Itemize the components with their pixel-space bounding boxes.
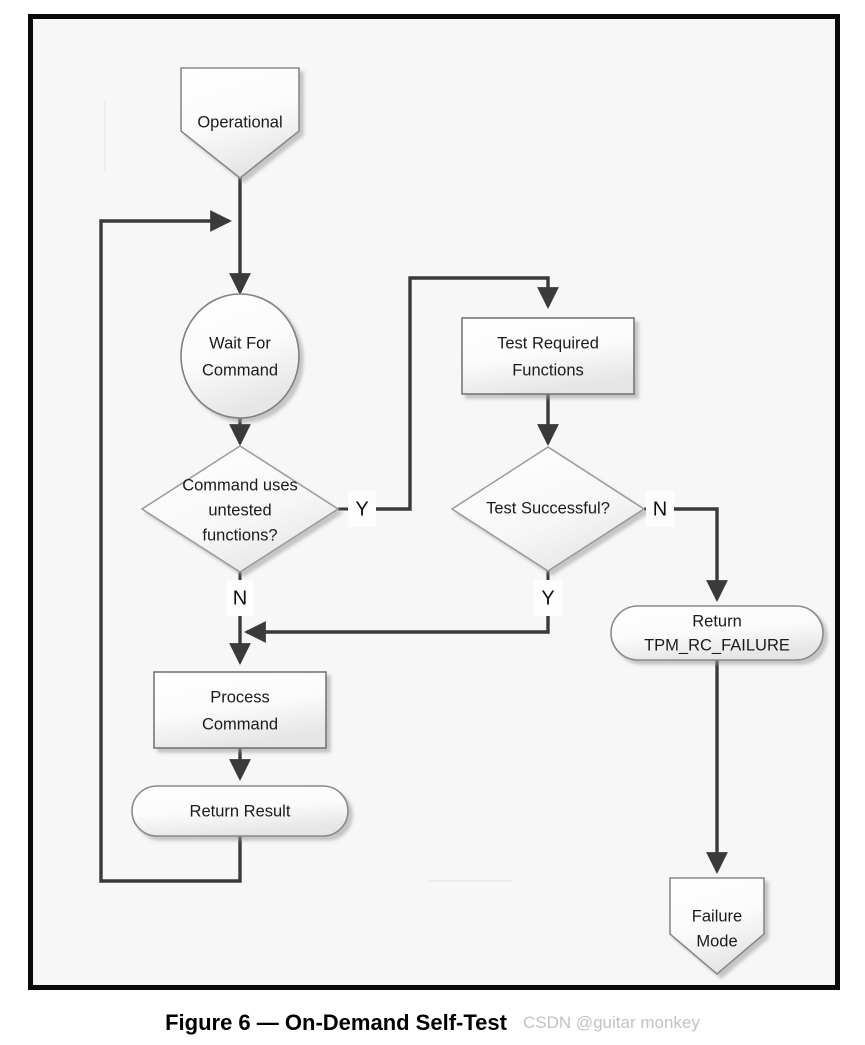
node-process-command[interactable]: Process Command (153, 671, 327, 749)
edge-return-result-to-wait-loop (99, 210, 242, 883)
node-wait-for-command-label-line2: Command (202, 361, 278, 379)
node-failure-mode-label-line1: Failure (692, 907, 742, 925)
flowchart-svg: Test Required Functions --> Process Comm… (99, 67, 824, 976)
node-return-tpm-rc-failure-label-line2: TPM_RC_FAILURE (644, 636, 790, 654)
node-command-uses-untested-functions-label-line3: functions? (202, 526, 277, 544)
branch-label-cmd-untested-yes-text: Y (355, 498, 368, 520)
node-wait-for-command-label-line1: Wait For (209, 334, 271, 352)
branch-label-cmd-untested-no-text: N (233, 587, 247, 609)
branch-label-cmd-untested-no-bg (226, 580, 254, 616)
branch-label-test-success-no: N (646, 491, 674, 527)
node-process-command-label-line2: Command (202, 715, 278, 733)
edge-test-success-yes-to-process (244, 611, 550, 643)
branch-label-cmd-untested-yes-bg (348, 491, 376, 527)
node-operational-label: Operational (197, 113, 282, 131)
node-command-uses-untested-functions-label-line2: untested (208, 501, 271, 519)
node-failure-mode-shape (669, 877, 765, 976)
node-operational[interactable]: Operational (180, 67, 300, 180)
node-test-successful[interactable]: Test Successful? (450, 446, 646, 572)
figure-caption: Figure 6 — On-Demand Self-Test (165, 1009, 507, 1035)
node-operational-shape (180, 67, 300, 180)
node-return-tpm-rc-failure[interactable]: Return TPM_RC_FAILURE (610, 605, 824, 661)
node-test-successful-label: Test Successful? (486, 499, 610, 517)
node-process-command-label-line1: Process (210, 688, 270, 706)
node-return-result-label: Return Result (190, 802, 291, 820)
node-test-required-functions[interactable]: Test Required Functions (461, 317, 635, 395)
branch-label-test-success-yes-text: Y (541, 587, 554, 609)
node-command-uses-untested-functions-label-line1: Command uses (182, 476, 298, 494)
node-test-required-functions-label-line2: Functions (512, 361, 584, 379)
node-wait-for-command-shape (180, 293, 300, 419)
node-command-uses-untested-functions[interactable]: Command uses untested functions? (140, 445, 340, 573)
node-return-tpm-rc-failure-shape (610, 605, 824, 661)
edge-cmd-untested-yes-to-test-required (373, 276, 559, 511)
watermark-text: CSDN @guitar monkey (522, 1012, 700, 1032)
node-wait-for-command[interactable]: Wait For Command (180, 293, 300, 419)
branch-label-test-success-yes: Y (534, 580, 562, 616)
node-return-tpm-rc-failure-label-line1: Return (692, 612, 742, 630)
node-command-uses-untested-functions-shape (140, 445, 340, 573)
flowchart-canvas: Test Required Functions --> Process Comm… (33, 19, 835, 985)
edge-test-success-no-to-return-fail (672, 507, 728, 602)
node-test-required-functions-shape (461, 317, 635, 395)
branch-label-test-success-no-bg (646, 491, 674, 527)
figure-caption-row: Figure 6 — On-Demand Self-Test CSDN @gui… (0, 1000, 865, 1045)
branch-label-test-success-yes-bg (534, 580, 562, 616)
branch-labels: Y N N Y (226, 491, 674, 616)
node-failure-mode[interactable]: Failure Mode (669, 877, 765, 976)
node-return-result[interactable]: Return Result (131, 785, 349, 837)
node-return-result-shape (131, 785, 349, 837)
node-failure-mode-label-line2: Mode (696, 932, 737, 950)
node-test-required-functions-label-line1: Test Required (497, 334, 599, 352)
branch-label-cmd-untested-yes: Y (348, 491, 376, 527)
node-process-command-shape (153, 671, 327, 749)
branch-label-test-success-no-text: N (653, 498, 667, 520)
branch-label-cmd-untested-no: N (226, 580, 254, 616)
node-test-successful-shape (450, 446, 646, 572)
figure-frame: Test Required Functions --> Process Comm… (28, 14, 840, 990)
